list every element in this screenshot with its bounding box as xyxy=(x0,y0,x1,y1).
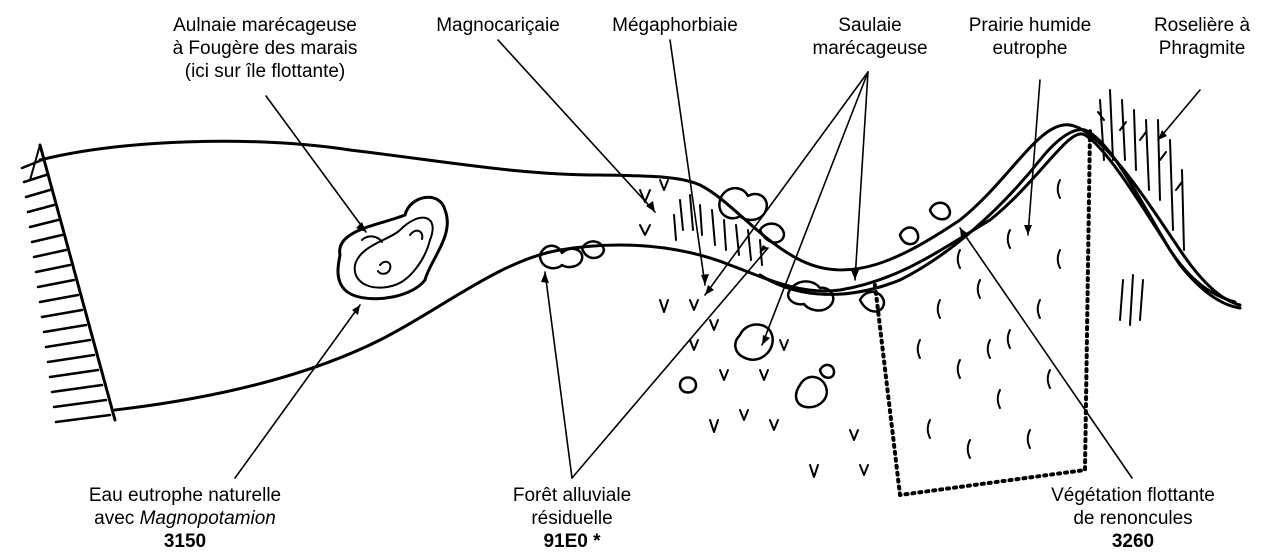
label-magnocaricaie: Magnocariçaie xyxy=(418,14,578,37)
label-saulaie-line-1: Saulaie xyxy=(800,14,940,37)
label-roseliere: Roselière à Phragmite xyxy=(1140,14,1264,60)
label-foret-code: 91E0 * xyxy=(487,530,657,553)
label-prairie-line-2: eutrophe xyxy=(950,37,1110,60)
label-vegetation-code: 3260 xyxy=(1040,530,1226,553)
label-foret-line-2: résiduelle xyxy=(487,507,657,530)
arrowheads xyxy=(352,130,1167,345)
label-prairie-line-1: Prairie humide xyxy=(950,14,1110,37)
label-eau-italic: Magnopotamion xyxy=(140,508,276,529)
label-megaphorbiaie: Mégaphorbiaie xyxy=(600,14,750,37)
floating-island xyxy=(338,197,447,298)
label-vegetation: Végétation flottante de renoncules 3260 xyxy=(1040,484,1226,553)
label-eau-line-2: avec Magnopotamion xyxy=(60,507,310,530)
label-eau-prefix: avec xyxy=(94,508,139,529)
label-roseliere-line-1: Roselière à xyxy=(1140,14,1264,37)
herb-marks xyxy=(640,180,868,477)
label-eau: Eau eutrophe naturelle avec Magnopotamio… xyxy=(60,484,310,553)
label-vegetation-line-1: Végétation flottante xyxy=(1040,484,1226,507)
label-eau-line-1: Eau eutrophe naturelle xyxy=(60,484,310,507)
label-roseliere-line-2: Phragmite xyxy=(1140,37,1264,60)
label-vegetation-line-2: de renoncules xyxy=(1040,507,1226,530)
label-aulnaie: Aulnaie marécageuse à Fougère des marais… xyxy=(140,14,390,83)
label-foret: Forêt alluviale résiduelle 91E0 * xyxy=(487,484,657,553)
label-foret-line-1: Forêt alluviale xyxy=(487,484,657,507)
label-saulaie-line-2: marécageuse xyxy=(800,37,940,60)
label-eau-code: 3150 xyxy=(60,530,310,553)
meadow-area xyxy=(875,130,1090,495)
label-aulnaie-line-3: (ici sur île flottante) xyxy=(140,60,390,83)
label-prairie: Prairie humide eutrophe xyxy=(950,14,1110,60)
label-aulnaie-line-2: à Fougère des marais xyxy=(140,37,390,60)
river-bank-left xyxy=(22,145,115,422)
label-saulaie: Saulaie marécageuse xyxy=(800,14,940,60)
label-aulnaie-line-1: Aulnaie marécageuse xyxy=(140,14,390,37)
